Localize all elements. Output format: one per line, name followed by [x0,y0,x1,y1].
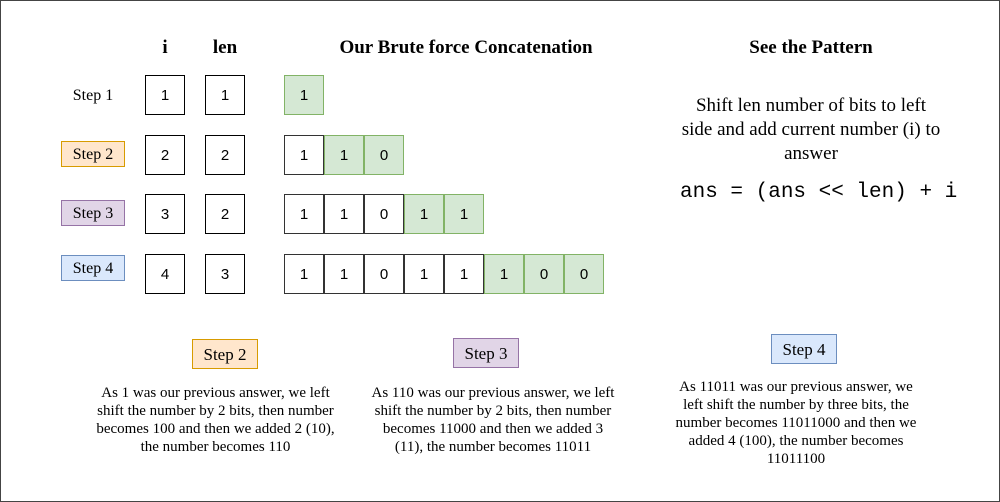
bit-cell: 1 [404,254,444,294]
bit-cell: 1 [324,194,364,234]
new-bit-cell: 0 [364,135,404,175]
row-label-step-4: Step 4 [61,255,125,281]
pattern-formula: ans = (ans << len) + i [680,181,958,204]
row-label-step-1: Step 1 [72,87,114,104]
bit-cell: 0 [364,194,404,234]
bit-cell: 0 [364,254,404,294]
header-i: i [162,37,168,58]
row-label-step-3: Step 3 [61,200,125,226]
bit-cell: 1 [284,194,324,234]
new-bit-cell: 1 [404,194,444,234]
header-len: len [212,37,238,58]
bit-cell: 1 [284,135,324,175]
new-bit-cell: 1 [444,194,484,234]
explanation-step-4-text: As 11011 was our previous answer, we lef… [675,379,917,467]
bit-cell: 1 [324,254,364,294]
new-bit-cell: 1 [484,254,524,294]
header-concatenation: Our Brute force Concatenation [339,37,593,58]
new-bit-cell: 1 [324,135,364,175]
header-pattern: See the Pattern [749,37,873,58]
row-3-len: 2 [205,194,245,234]
new-bit-cell: 0 [564,254,604,294]
bit-cell: 1 [444,254,484,294]
bit-cell: 1 [284,254,324,294]
row-label-step-2: Step 2 [61,141,125,167]
explanation-step-3-label: Step 3 [453,338,519,368]
row-4-i: 4 [145,254,185,294]
row-2-len: 2 [205,135,245,175]
row-4-len: 3 [205,254,245,294]
row-3-i: 3 [145,194,185,234]
row-1-len: 1 [205,75,245,115]
explanation-step-2-text: As 1 was our previous answer, we left sh… [96,385,335,455]
row-1-i: 1 [145,75,185,115]
new-bit-cell: 1 [284,75,324,115]
explanation-step-3-text: As 110 was our previous answer, we left … [371,385,615,455]
explanation-step-2-label: Step 2 [192,339,258,369]
pattern-description: Shift len number of bits to left side an… [681,95,941,164]
explanation-step-4-label: Step 4 [771,334,837,364]
row-2-i: 2 [145,135,185,175]
new-bit-cell: 0 [524,254,564,294]
